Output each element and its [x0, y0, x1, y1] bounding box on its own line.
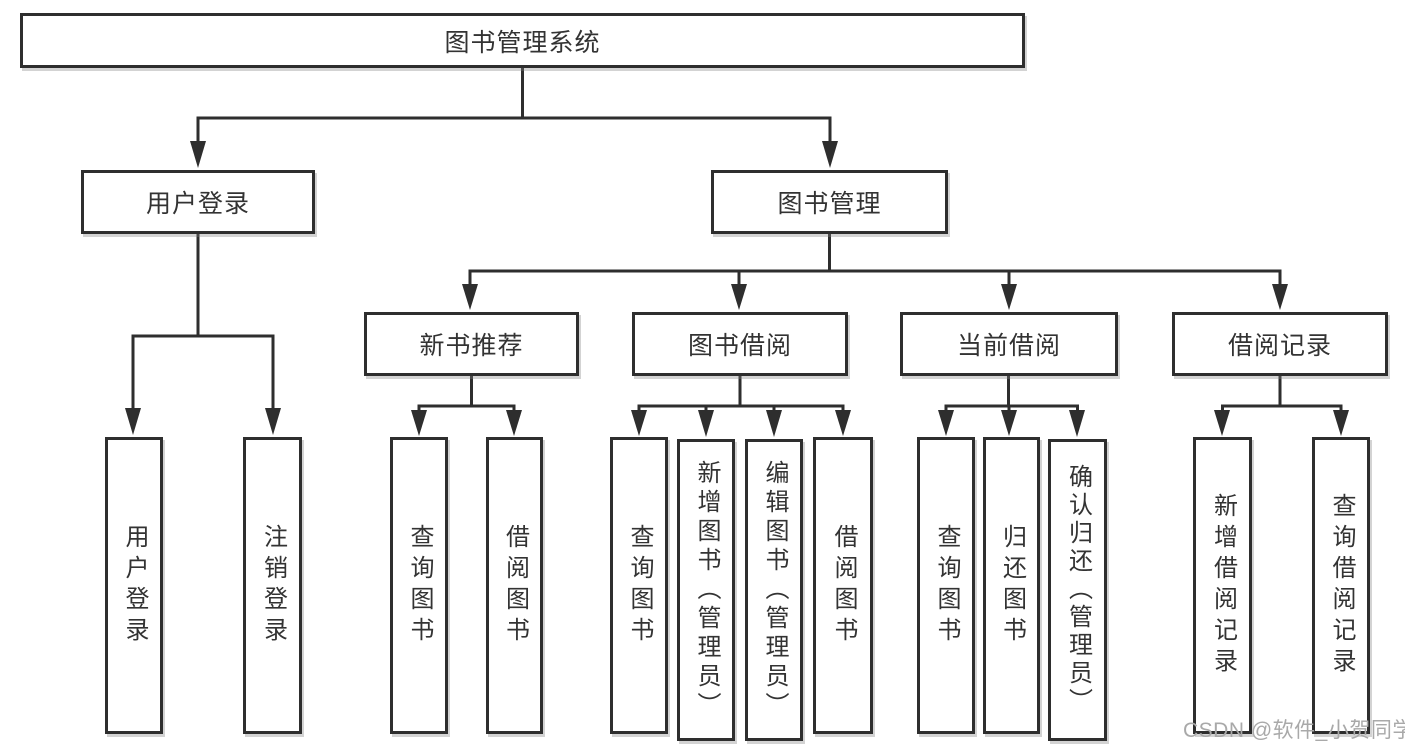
- node-user-login-label: 用户登录: [145, 190, 250, 218]
- leaf-borrow-books-borrowing: 借阅图书: [813, 437, 873, 734]
- csdn-watermark: CSDN @软件_小贺同学: [1183, 719, 1405, 742]
- leaf-user-login-label: 用户登录: [121, 523, 148, 648]
- leaf-confirm-return-admin: 确认归还（管理员）: [1048, 439, 1107, 741]
- node-root: 图书管理系统: [20, 13, 1025, 68]
- node-new-book-recommend-label: 新书推荐: [419, 332, 524, 360]
- leaf-add-borrow-record-label: 新增借阅记录: [1209, 492, 1237, 679]
- leaf-query-books-current: 查询图书: [917, 437, 975, 734]
- leaf-confirm-return-admin-label: 确认归还（管理员）: [1064, 464, 1092, 716]
- leaf-query-books-current-label: 查询图书: [933, 523, 960, 648]
- node-book-borrowing: 图书借阅: [632, 312, 848, 376]
- node-book-borrowing-label: 图书借阅: [687, 332, 792, 360]
- leaf-query-books-recommend-label: 查询图书: [406, 523, 433, 648]
- node-book-management: 图书管理: [711, 170, 948, 234]
- node-new-book-recommend: 新书推荐: [364, 312, 579, 376]
- leaf-return-book: 归还图书: [983, 437, 1040, 734]
- leaf-return-book-label: 归还图书: [998, 523, 1026, 648]
- leaf-borrow-books-borrowing-label: 借阅图书: [830, 523, 857, 648]
- leaf-borrow-books-recommend-label: 借阅图书: [501, 523, 529, 648]
- node-book-management-label: 图书管理: [777, 190, 882, 218]
- leaf-query-books-recommend: 查询图书: [390, 437, 448, 734]
- leaf-query-books-borrowing-label: 查询图书: [626, 523, 653, 648]
- node-borrowing-records: 借阅记录: [1172, 312, 1388, 376]
- leaf-borrow-books-recommend: 借阅图书: [486, 437, 543, 734]
- arrowheads: [125, 141, 1349, 437]
- leaf-user-login: 用户登录: [105, 437, 163, 734]
- node-current-borrowing-label: 当前借阅: [956, 332, 1061, 360]
- leaf-edit-book-admin-label: 编辑图书（管理员）: [761, 459, 788, 721]
- node-borrowing-records-label: 借阅记录: [1227, 332, 1332, 360]
- leaf-logout-label: 注销登录: [259, 523, 287, 648]
- leaf-edit-book-admin: 编辑图书（管理员）: [745, 439, 803, 741]
- leaf-logout: 注销登录: [243, 437, 302, 734]
- node-root-label: 图书管理系统: [444, 28, 601, 57]
- leaf-query-borrow-record: 查询借阅记录: [1312, 437, 1370, 734]
- leaf-add-borrow-record: 新增借阅记录: [1193, 437, 1252, 734]
- node-current-borrowing: 当前借阅: [900, 312, 1118, 376]
- leaf-query-borrow-record-label: 查询借阅记录: [1328, 492, 1355, 679]
- node-user-login: 用户登录: [81, 170, 315, 234]
- leaf-add-book-admin: 新增图书（管理员）: [677, 439, 735, 741]
- leaf-add-book-admin-label: 新增图书（管理员）: [693, 459, 720, 721]
- leaf-query-books-borrowing: 查询图书: [610, 437, 668, 734]
